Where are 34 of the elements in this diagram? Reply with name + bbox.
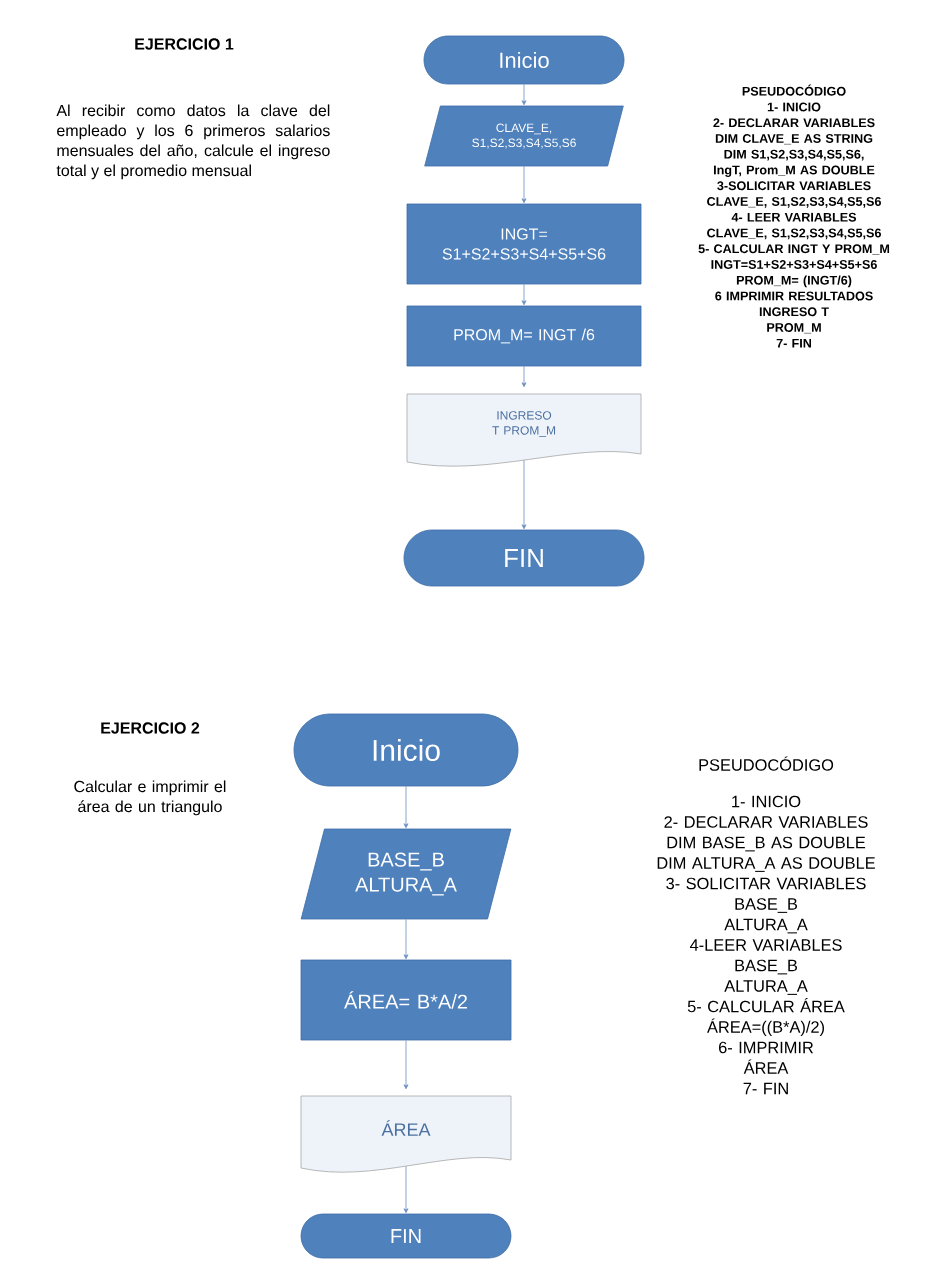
label: ALTURA_A (724, 980, 808, 995)
label: 7- FIN (743, 1082, 788, 1095)
label: 1- INICIO (732, 795, 801, 808)
process-box: PROM_M= INGT /6 (406, 305, 642, 367)
label: 3- SOLICITAR VARIABLES (666, 877, 866, 890)
label: PSEUDOCÓDIGO (699, 756, 834, 771)
process-box: ÁREA= B*A/2 (300, 959, 512, 1041)
label: ÁREA=((B*A)/2) (707, 1018, 824, 1037)
label: ALTURA_A (724, 918, 808, 934)
label: ÁREA (743, 1059, 789, 1074)
label: BASE_B (735, 898, 798, 913)
arrow (521, 366, 527, 388)
arrow (521, 166, 527, 204)
label: DIM ALTURA_A AS DOUBLE (657, 857, 875, 872)
description-text: Calcular e imprimir el área de un triangulo (74, 780, 226, 816)
label: BASE_B (735, 959, 798, 975)
label: 6- IMPRIMIR (719, 1041, 814, 1054)
arrow (521, 84, 527, 106)
label: 2- DECLARAR VARIABLES (664, 816, 868, 828)
pseudocode-text: PSEUDOCÓDIGO 1- INICIO 2- DECLARAR VARIABLES DIM BASE_B AS DOUBLE DIM ALTURA_A AS DOUBLE 3- SOLICITAR VARIABLES BASE_B ALTURA_A 4-LEER VARIABLES BASE_B ALTURA_A 5- CALCULAR ÁREA ÁREA=((B*A)/2) 6- IMPRIMIR ÁREA 7- FIN (657, 756, 875, 1095)
arrow (403, 786, 409, 829)
arrow (403, 919, 409, 960)
label: DIM BASE_B AS DOUBLE (667, 836, 866, 852)
arrow (521, 284, 527, 306)
arrow (403, 1040, 409, 1090)
heading: EJERCICIO 2 (101, 722, 200, 734)
process-box: INGT= S1+S2+S3+S4+S5+S6 (406, 203, 642, 285)
input-parallelogram: BASE_B ALTURA_A (300, 828, 512, 920)
heading: EJERCICIO 1 (135, 38, 234, 50)
arrow (403, 1166, 409, 1214)
description-text: Al recibir como datos la clave del empleado y los 6 primeros salarios mensuales del año, calcule el ingreso total y el promedio mensual (56, 104, 330, 180)
label: 4-LEER VARIABLES (689, 939, 842, 951)
arrow (521, 460, 527, 530)
label: 5- CALCULAR ÁREA (687, 997, 845, 1013)
